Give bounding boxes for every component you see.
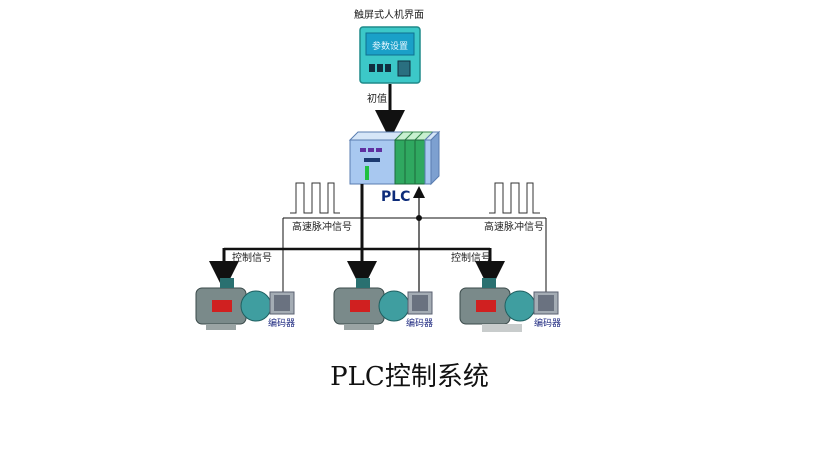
plc-device <box>348 130 441 186</box>
motor-2 <box>333 278 433 330</box>
hmi-label: 触屏式人机界面 <box>354 10 424 21</box>
motor-3 <box>459 278 559 332</box>
encoder-label-2: 编码器 <box>406 319 434 329</box>
pulse-waveform-right <box>489 182 540 214</box>
control-bus <box>209 184 505 291</box>
pulse-waveform-left <box>290 182 340 214</box>
encoder-label-3: 编码器 <box>534 319 562 329</box>
control-signal-label-right: 控制信号 <box>451 253 491 264</box>
control-signal-label-left: 控制信号 <box>232 253 272 264</box>
pulse-signal-label-left: 高速脉冲信号 <box>292 222 352 233</box>
pulse-signal-label-right: 高速脉冲信号 <box>484 222 544 233</box>
hmi-screen-button: 参数设置 <box>372 42 409 52</box>
hmi-device <box>359 26 421 84</box>
encoder-label-1: 编码器 <box>268 319 296 329</box>
motor-1 <box>195 278 295 330</box>
feedback-bus <box>282 186 547 293</box>
diagram-caption: PLC控制系统 <box>330 362 489 392</box>
hmi-plc-label: 初值 <box>367 94 387 105</box>
plc-label: PLC <box>381 189 411 205</box>
